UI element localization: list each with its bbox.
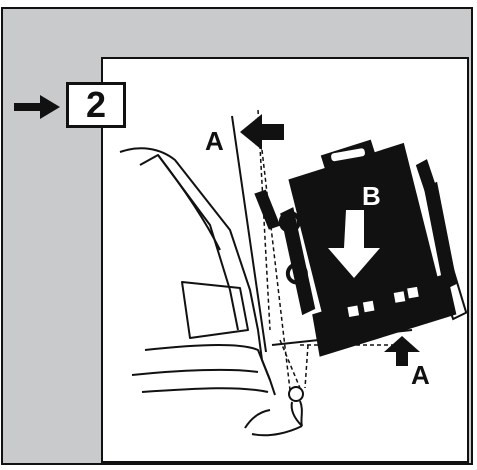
label-a-top: A [205,126,224,156]
lift-arrow-icon [384,336,420,366]
car-rear [119,147,276,429]
step-number: 2 [85,84,107,125]
down-arrow-icon [328,210,380,278]
reference-line [231,115,267,353]
tow-ball [251,386,304,437]
step-number-box: 2 [66,82,126,128]
step-arrow-icon [14,95,60,119]
label-b: B [362,181,381,211]
bike-carrier [254,139,468,357]
label-a-bottom: A [411,360,430,390]
push-arrow-icon [240,114,284,150]
